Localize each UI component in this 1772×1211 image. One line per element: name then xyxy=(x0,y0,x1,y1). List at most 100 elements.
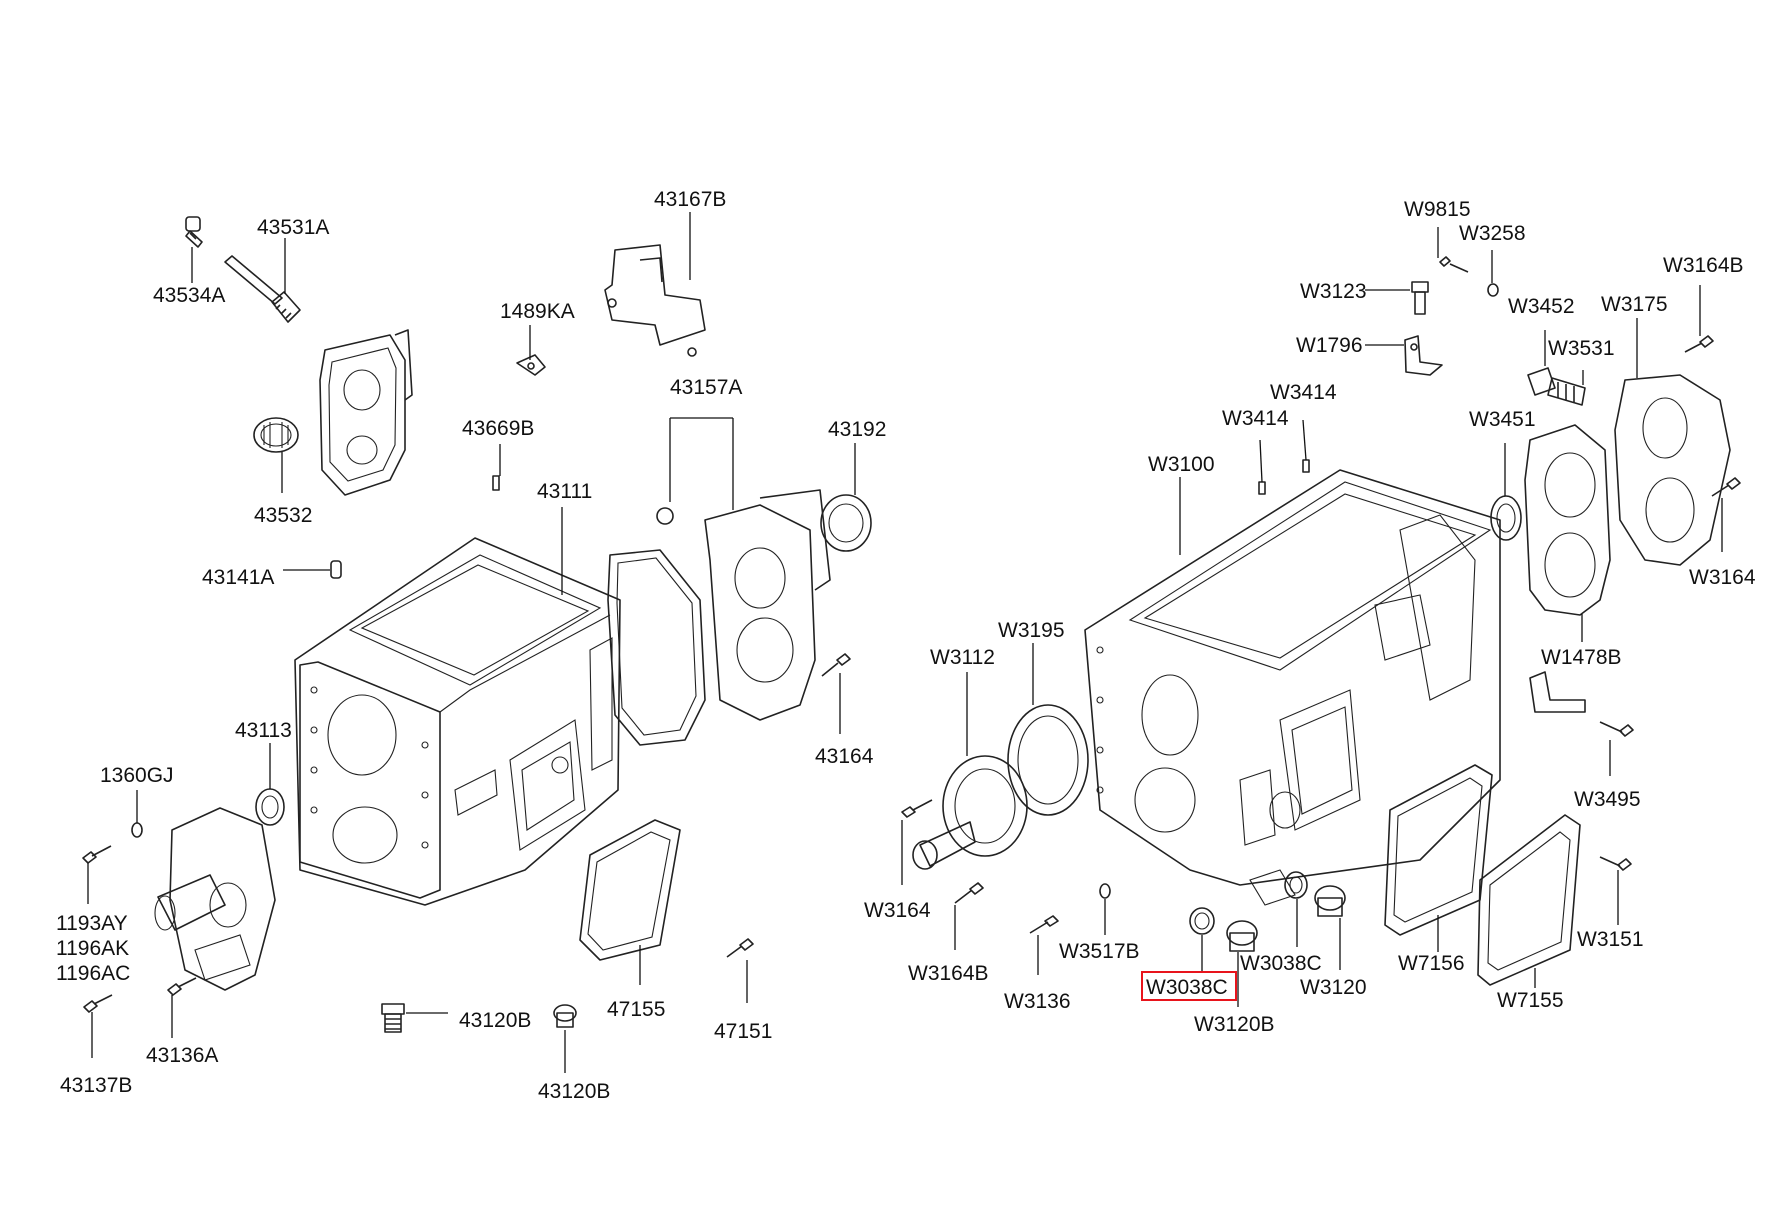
callout-W3100[interactable]: W3100 xyxy=(1148,453,1215,476)
part-W3038C-washers-drawing xyxy=(1189,871,1308,935)
callout-W7155[interactable]: W7155 xyxy=(1497,989,1564,1012)
callout-43534A[interactable]: 43534A xyxy=(153,284,225,307)
callout-W3112[interactable]: W3112 xyxy=(930,646,995,669)
part-W3258-drawing xyxy=(1487,283,1499,297)
part-W3195-drawing xyxy=(1007,704,1089,816)
part-43534A-drawing xyxy=(185,216,203,248)
callout-W3517B[interactable]: W3517B xyxy=(1059,940,1140,963)
callout-W3451[interactable]: W3451 xyxy=(1469,408,1536,431)
callout-1196AC[interactable]: 1196AC xyxy=(56,962,130,985)
part-W3414-b-drawing xyxy=(1258,481,1266,495)
bolt-W3164B-top-drawing xyxy=(1684,335,1714,353)
callout-W3175[interactable]: W3175 xyxy=(1601,293,1668,316)
part-43111-drawing xyxy=(294,537,621,906)
part-43669B-drawing xyxy=(492,475,500,491)
callout-1360GJ[interactable]: 1360GJ xyxy=(100,764,174,787)
bolt-43137B-drawing xyxy=(83,994,113,1013)
part-W3451-drawing xyxy=(1490,495,1522,541)
plug-W3120-drawing xyxy=(1314,885,1346,917)
callout-43164[interactable]: 43164 xyxy=(815,745,874,768)
left-assembly xyxy=(82,216,872,1033)
selected-part-highlight-box xyxy=(1141,971,1237,1001)
callout-43669B[interactable]: 43669B xyxy=(462,417,534,440)
callout-W3120[interactable]: W3120 xyxy=(1300,976,1367,999)
part-43531A-drawing xyxy=(224,255,301,323)
part-47155-drawing xyxy=(579,819,681,961)
callout-W1478B[interactable]: W1478B xyxy=(1541,646,1622,669)
plug-43120B-b-drawing xyxy=(553,1004,577,1028)
part-43167B-drawing xyxy=(604,244,706,357)
bolt-43136A-drawing xyxy=(167,977,197,996)
plug-43120B-a-drawing xyxy=(381,1003,405,1033)
callout-W3414-b[interactable]: W3414 xyxy=(1222,407,1289,430)
callout-43192[interactable]: 43192 xyxy=(828,418,886,441)
part-W1478B-drawing xyxy=(1524,424,1611,616)
callout-W3195[interactable]: W3195 xyxy=(998,619,1065,642)
callout-W3452[interactable]: W3452 xyxy=(1508,295,1575,318)
callout-43532[interactable]: 43532 xyxy=(254,504,312,527)
callout-43141A[interactable]: 43141A xyxy=(202,566,274,589)
callout-43531A[interactable]: 43531A xyxy=(257,216,329,239)
callout-1489KA[interactable]: 1489KA xyxy=(500,300,575,323)
part-43192-drawing xyxy=(820,494,872,552)
callout-W3164B-top[interactable]: W3164B xyxy=(1663,254,1744,277)
callout-W7156[interactable]: W7156 xyxy=(1398,952,1465,975)
part-W7155-drawing xyxy=(1477,814,1581,986)
bolt-W3123-drawing xyxy=(1411,281,1429,315)
part-W3175-drawing xyxy=(1614,374,1731,566)
callout-1193AY[interactable]: 1193AY xyxy=(56,912,128,935)
part-1360GJ-drawing xyxy=(131,822,143,838)
callout-W3531[interactable]: W3531 xyxy=(1548,337,1615,360)
callout-43120B-b[interactable]: 43120B xyxy=(538,1080,610,1103)
callout-W3136[interactable]: W3136 xyxy=(1004,990,1071,1013)
callout-W3123[interactable]: W3123 xyxy=(1300,280,1367,303)
callout-labels: 43534A 43531A 43532 43167B 1489KA 43157A… xyxy=(56,188,1756,1103)
callout-43111[interactable]: 43111 xyxy=(537,480,592,503)
part-front-cover-drawing xyxy=(154,807,276,991)
bolt-W3164B-bottom-drawing xyxy=(954,882,984,904)
callout-43113[interactable]: 43113 xyxy=(235,719,292,742)
bolt-W9815-drawing xyxy=(1439,256,1469,273)
callout-43157A[interactable]: 43157A xyxy=(670,376,742,399)
callout-1196AK[interactable]: 1196AK xyxy=(56,937,129,960)
callout-W3414-a[interactable]: W3414 xyxy=(1270,381,1337,404)
leader-lines xyxy=(87,212,1723,1073)
callout-W3164-left[interactable]: W3164 xyxy=(864,899,931,922)
callout-43136A[interactable]: 43136A xyxy=(146,1044,218,1067)
callout-W3495[interactable]: W3495 xyxy=(1574,788,1641,811)
callout-43167B[interactable]: 43167B xyxy=(654,188,726,211)
part-43157A-drawing xyxy=(607,489,831,746)
bolt-47151-drawing xyxy=(726,938,754,958)
callout-W3038C-selected[interactable]: W3038C xyxy=(1146,976,1228,999)
part-bracket-right-drawing xyxy=(1529,671,1586,713)
callout-47151[interactable]: 47151 xyxy=(714,1020,772,1043)
bolt-1193AY-drawing xyxy=(82,845,112,864)
callout-47155[interactable]: 47155 xyxy=(607,998,665,1021)
bolt-W3495-drawing xyxy=(1599,721,1634,737)
callout-43137B[interactable]: 43137B xyxy=(60,1074,132,1097)
bolt-W3151-drawing xyxy=(1599,856,1632,871)
bolt-W3164-left-drawing xyxy=(901,799,933,818)
callout-W1796[interactable]: W1796 xyxy=(1296,334,1363,357)
callout-W3151[interactable]: W3151 xyxy=(1577,928,1644,951)
part-W3517B-drawing xyxy=(1099,883,1111,899)
bolt-43164-drawing xyxy=(821,653,851,677)
callout-W3258[interactable]: W3258 xyxy=(1459,222,1526,245)
part-W3452-drawing xyxy=(1527,367,1586,406)
part-W3100-drawing xyxy=(1084,469,1501,906)
part-W3112-drawing xyxy=(912,755,1028,870)
part-W3414-a-drawing xyxy=(1302,459,1310,473)
callout-W3120B[interactable]: W3120B xyxy=(1194,1013,1275,1036)
part-W7156-drawing xyxy=(1384,764,1493,936)
part-43532-drawing xyxy=(253,329,413,496)
callout-W3038C[interactable]: W3038C xyxy=(1240,952,1322,975)
part-W1796-drawing xyxy=(1404,335,1443,376)
callout-W3164-right[interactable]: W3164 xyxy=(1689,566,1756,589)
plug-W3120B-drawing xyxy=(1226,920,1258,952)
callout-43120B-a[interactable]: 43120B xyxy=(459,1009,531,1032)
callout-W3164B-bottom[interactable]: W3164B xyxy=(908,962,989,985)
bolt-W3164-right-drawing xyxy=(1711,477,1741,497)
part-43141A-drawing xyxy=(330,560,342,579)
callout-W9815[interactable]: W9815 xyxy=(1404,198,1471,221)
